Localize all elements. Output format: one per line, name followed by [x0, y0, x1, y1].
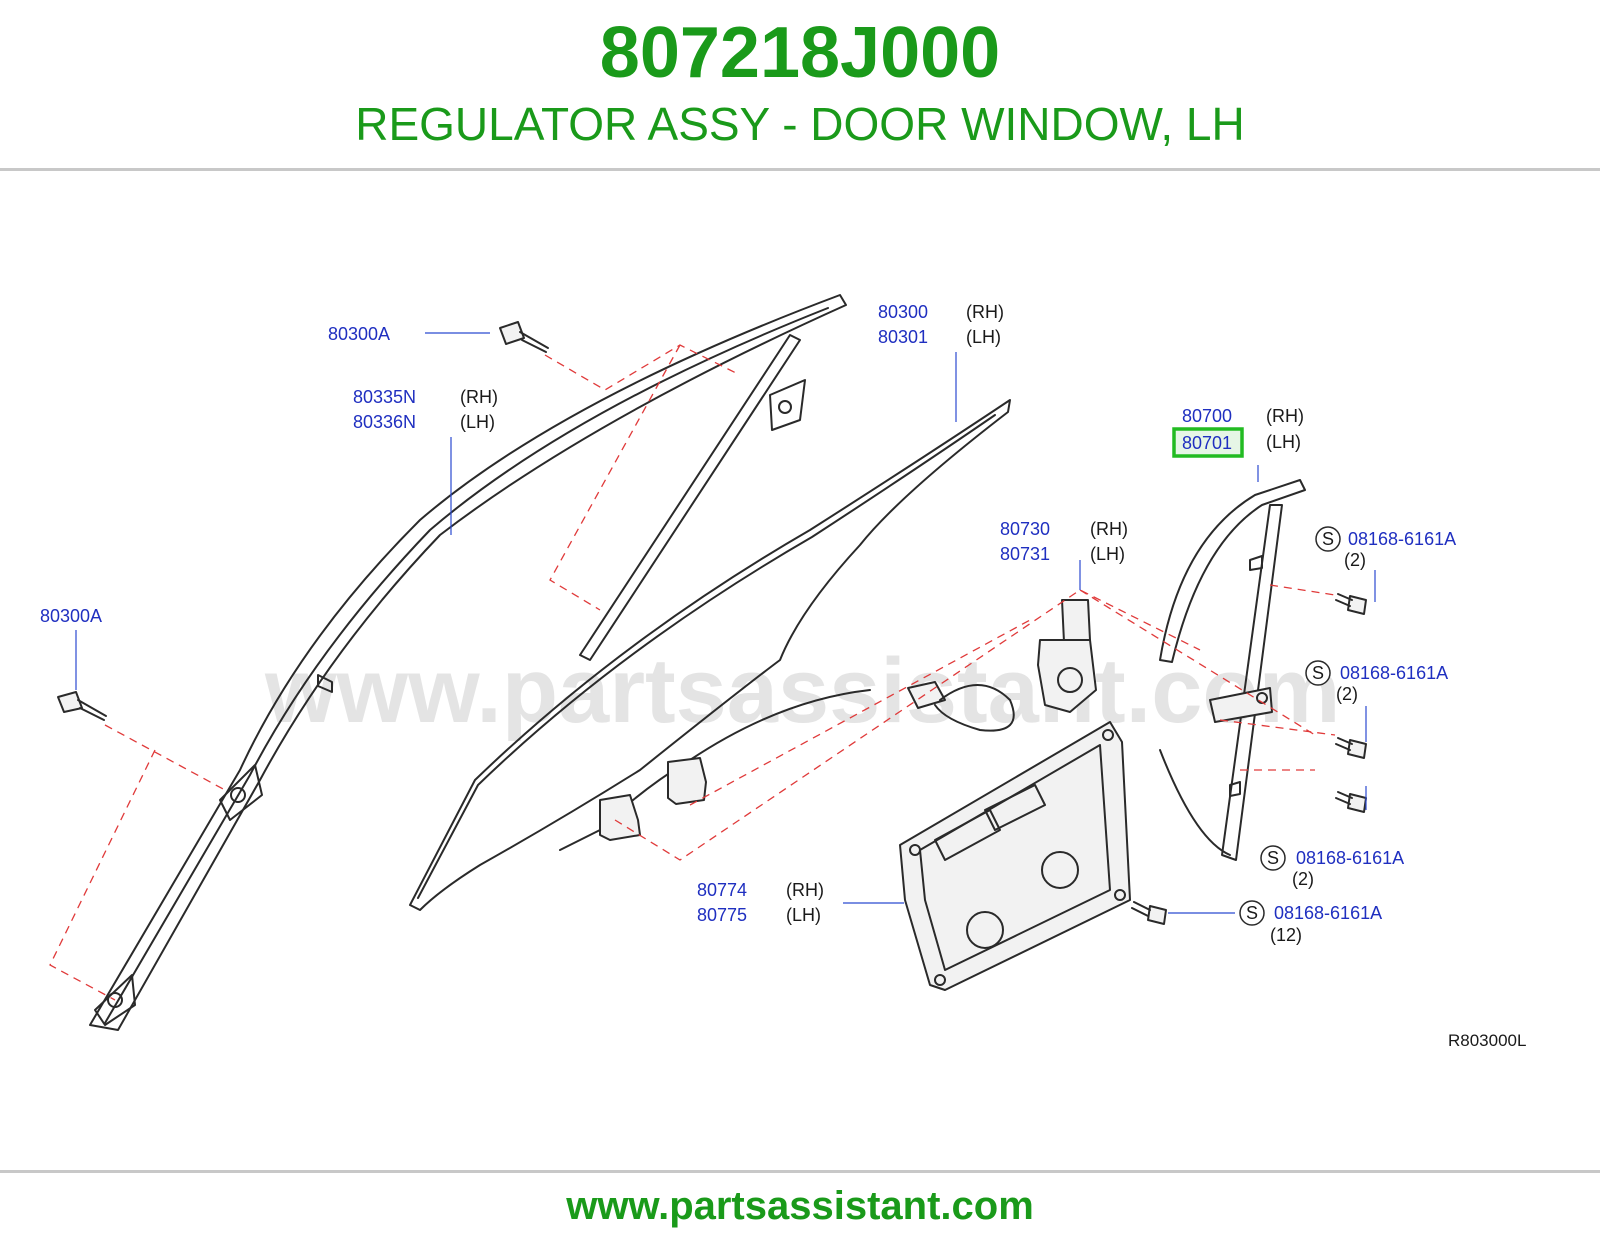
door-module-panel — [899, 721, 1131, 991]
callout-80335n[interactable]: 80335N — [353, 387, 416, 407]
bolt-08168-a — [1335, 593, 1367, 615]
diagram-reference-code: R803000L — [1448, 1031, 1526, 1050]
callout-80300-side: (RH) — [966, 302, 1004, 322]
bolt-80300a-top — [499, 321, 549, 353]
callout-80701[interactable]: 80701 — [1182, 433, 1232, 453]
callout-80301[interactable]: 80301 — [878, 327, 928, 347]
callout-80335n-side: (RH) — [460, 387, 498, 407]
callout-bolt-3[interactable]: 08168-6161A — [1296, 848, 1404, 868]
s-symbol-3 — [1260, 845, 1286, 871]
footer-divider — [0, 1170, 1600, 1173]
callout-80701-side: (LH) — [1266, 432, 1301, 452]
s-symbol-2 — [1305, 660, 1331, 686]
callout-80775-side: (LH) — [786, 905, 821, 925]
callout-80731-side: (LH) — [1090, 544, 1125, 564]
callout-80301-side: (LH) — [966, 327, 1001, 347]
s-symbol-1-text: S — [1322, 529, 1334, 549]
callout-bolt-4-qty: (12) — [1270, 925, 1302, 945]
callout-bolt-3-qty: (2) — [1292, 869, 1314, 889]
s-symbol-2-text: S — [1312, 663, 1324, 683]
window-regulator-rail — [1159, 479, 1306, 861]
assembly-dashed-lines — [49, 344, 1336, 1001]
header-divider — [0, 168, 1600, 171]
callout-80336n-side: (LH) — [460, 412, 495, 432]
bolt-08168-b — [1335, 737, 1367, 759]
callout-bolt-2[interactable]: 08168-6161A — [1340, 663, 1448, 683]
s-symbol-3-text: S — [1267, 848, 1279, 868]
callout-80731[interactable]: 80731 — [1000, 544, 1050, 564]
callout-bolt-1-qty: (2) — [1344, 550, 1366, 570]
highlight-box-80701 — [1172, 427, 1244, 458]
s-symbol-1 — [1315, 526, 1341, 552]
bolt-08168-d — [1131, 901, 1167, 925]
part-description: REGULATOR ASSY - DOOR WINDOW, LH — [355, 98, 1245, 150]
callout-80700-side: (RH) — [1266, 406, 1304, 426]
part-number-title: 807218J000 — [599, 13, 1001, 93]
callout-bolt-1[interactable]: 08168-6161A — [1348, 529, 1456, 549]
diagram-panel — [0, 270, 1600, 1070]
regulator-motor — [1037, 599, 1097, 713]
s-symbol-4-text: S — [1246, 903, 1258, 923]
callout-80730[interactable]: 80730 — [1000, 519, 1050, 539]
callout-bolt-2-qty: (2) — [1336, 684, 1358, 704]
watermark-text: www.partsassistant.com — [264, 640, 1340, 742]
callout-leader-lines — [75, 332, 1376, 914]
s-symbol-4 — [1239, 900, 1265, 926]
door-sash-frame — [89, 294, 847, 1031]
callout-80730-side: (RH) — [1090, 519, 1128, 539]
callout-80774-side: (RH) — [786, 880, 824, 900]
footer-url[interactable]: www.partsassistant.com — [566, 1184, 1034, 1228]
callout-80774[interactable]: 80774 — [697, 880, 747, 900]
callout-80336n[interactable]: 80336N — [353, 412, 416, 432]
callout-80775[interactable]: 80775 — [697, 905, 747, 925]
callout-bolt-4[interactable]: 08168-6161A — [1274, 903, 1382, 923]
callout-80700[interactable]: 80700 — [1182, 406, 1232, 426]
callout-80300a-top[interactable]: 80300A — [328, 324, 390, 344]
callout-80300[interactable]: 80300 — [878, 302, 928, 322]
door-window-glass — [409, 399, 1011, 911]
callout-80300a-left[interactable]: 80300A — [40, 606, 102, 626]
bolt-08168-c — [1335, 791, 1367, 813]
bolt-80300a-left — [57, 691, 107, 721]
